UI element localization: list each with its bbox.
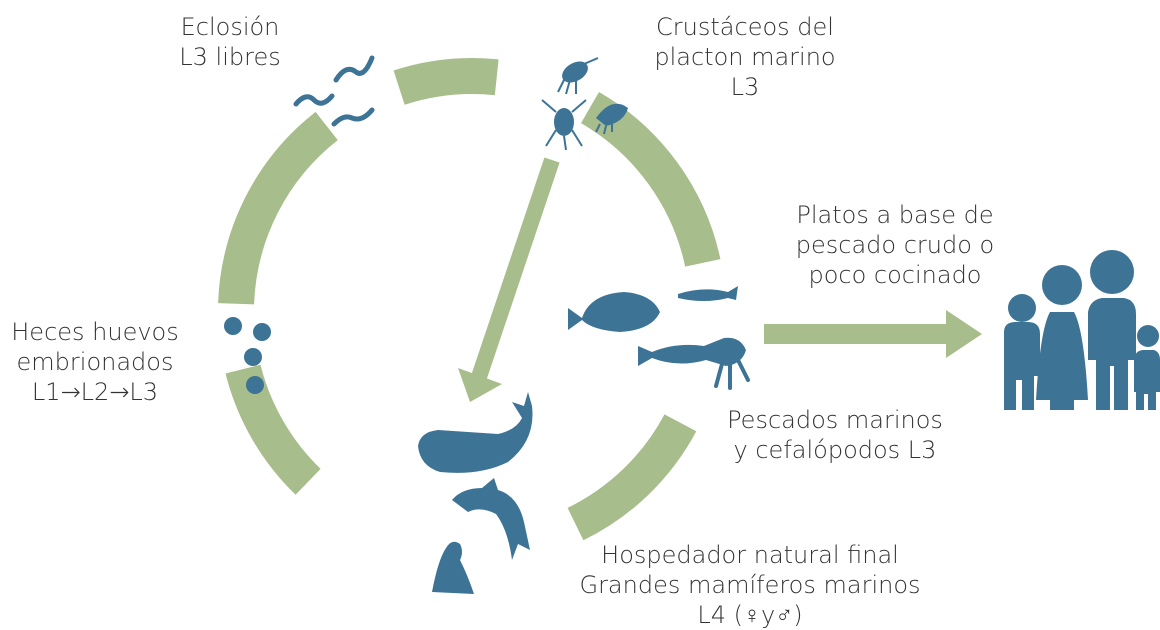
crustaceos-line-3: L3 (730, 73, 760, 101)
fish-and-squid-icon (568, 286, 750, 390)
hospedador-line-1: Hospedador natural final (601, 541, 899, 569)
label-pescados: Pescados marinos y cefalópodos L3 (700, 405, 970, 465)
label-eclosion: Eclosión L3 libres (150, 12, 310, 72)
pescados-line-2: y cefalópodos L3 (733, 436, 937, 464)
ring-segment-upper-right (580, 92, 721, 267)
label-heces: Heces huevos embrionados L1→L2→L3 (0, 317, 190, 407)
arrow-to-humans (764, 310, 982, 358)
ring-segment-upper-left (218, 111, 338, 305)
eclosion-line-2: L3 libres (179, 43, 281, 71)
embryonated-eggs-icon (224, 317, 271, 394)
pescados-line-1: Pescados marinos (727, 406, 943, 434)
eclosion-line-1: Eclosión (180, 13, 280, 41)
hospedador-line-3: L4 (♀y♂) (697, 601, 803, 629)
ring-segment-top (393, 58, 499, 105)
platos-line-3: poco cocinado (808, 261, 982, 289)
platos-line-1: Platos a base de (796, 201, 994, 229)
ring-segment-lower-right (567, 414, 697, 541)
label-hospedador: Hospedador natural final Grandes mamífer… (540, 540, 960, 630)
hospedador-line-2: Grandes mamíferos marinos (579, 571, 921, 599)
label-crustaceos: Crustáceos del placton marino L3 (630, 12, 860, 102)
heces-line-3: L1→L2→L3 (31, 378, 159, 406)
crustaceos-line-2: placton marino (654, 43, 836, 71)
human-family-icon (1004, 250, 1160, 410)
free-larvae-worms-icon (293, 55, 375, 127)
crustaceos-line-1: Crustáceos del (656, 13, 834, 41)
platos-line-2: pescado crudo o (795, 231, 995, 259)
label-platos: Platos a base de pescado crudo o poco co… (760, 200, 1030, 290)
heces-line-2: embrionados (16, 348, 174, 376)
marine-mammals-icon (418, 392, 533, 594)
arrow-crustaceans-to-mammals (458, 157, 560, 402)
heces-line-1: Heces huevos (11, 318, 179, 346)
plankton-crustaceans-icon (541, 57, 628, 151)
